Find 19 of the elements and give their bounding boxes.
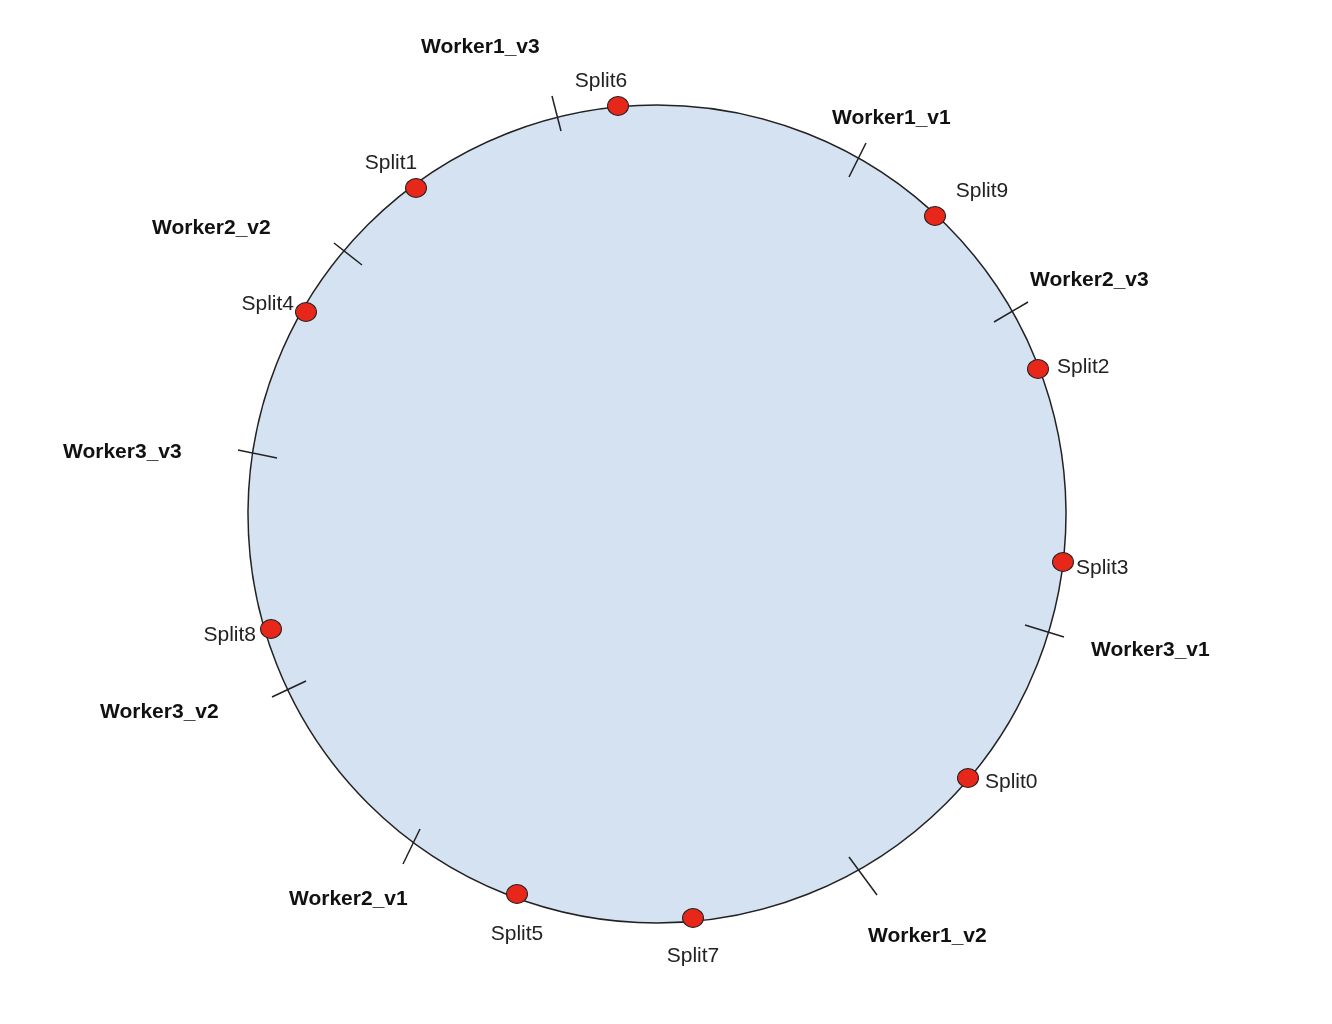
split-label: Split8 [203,622,256,644]
split-label: Split3 [1076,555,1129,577]
split-label: Split2 [1057,354,1110,376]
split-label: Split0 [985,769,1038,791]
worker-label: Worker3_v3 [63,440,182,461]
split-label: Split9 [955,179,1009,200]
worker-label: Worker2_v3 [1030,268,1149,289]
split-label: Split6 [574,69,628,90]
split-label: Split5 [490,922,544,943]
worker-label: Worker1_v1 [832,106,951,127]
worker-label: Worker1_v2 [868,924,987,945]
split-label: Split1 [364,151,418,172]
worker-label: Worker2_v2 [152,216,271,237]
split-label: Split4 [241,291,294,313]
split-label: Split7 [666,944,720,965]
worker-label: Worker1_v3 [421,35,540,56]
worker-label: Worker3_v1 [1091,638,1210,659]
worker-label: Worker2_v1 [289,887,408,908]
worker-label: Worker3_v2 [100,700,219,721]
